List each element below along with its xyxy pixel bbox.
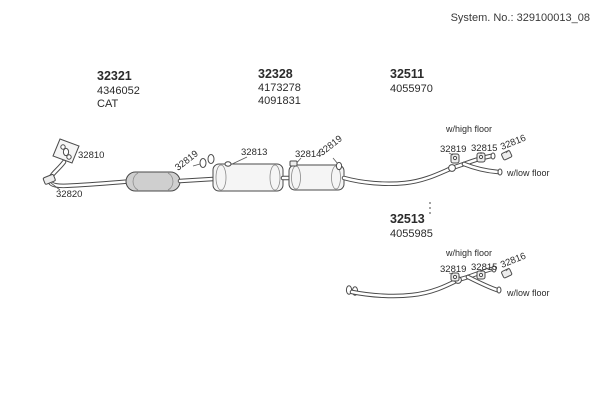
leader-clamp bbox=[50, 182, 61, 191]
leader-hanger-a bbox=[448, 152, 454, 156]
part-code: 32513 bbox=[390, 212, 425, 226]
flange-bolt-hole bbox=[60, 144, 66, 150]
cat-body bbox=[125, 171, 181, 192]
label-low-floor: w/low floor bbox=[506, 288, 550, 298]
part-ref: 4055970 bbox=[390, 83, 433, 95]
callout-hanger-a: 32819 bbox=[440, 144, 466, 155]
catalytic-converter bbox=[125, 171, 181, 192]
rear-muffler bbox=[288, 164, 345, 191]
gasket-ring bbox=[199, 158, 207, 168]
callout-gasket-front: 32819 bbox=[173, 148, 201, 173]
callout-hanger-c: 32816 bbox=[499, 133, 528, 153]
leader-bracket-front bbox=[229, 156, 248, 166]
leader-gasket bbox=[192, 163, 201, 167]
front-muffler-body bbox=[212, 163, 284, 192]
part-ref: CAT bbox=[97, 98, 118, 110]
tailpipe-tip-low bbox=[497, 168, 503, 176]
front-muffler bbox=[212, 163, 284, 192]
tailpipe2-tip-low bbox=[496, 286, 502, 294]
part-group-32511: 32511 4055970 bbox=[390, 67, 433, 95]
tailpipe2-low-branch-core bbox=[466, 275, 499, 292]
front-flange bbox=[52, 138, 80, 164]
tailpipe-upper bbox=[341, 152, 503, 187]
part-code: 32321 bbox=[97, 69, 132, 83]
callout-bracket-front: 32813 bbox=[241, 147, 267, 158]
label-low-floor: w/low floor bbox=[506, 168, 550, 178]
callout-clamp: 32820 bbox=[56, 189, 82, 200]
flange-bolt-hole bbox=[66, 154, 72, 160]
callout-gasket-rear: 32819 bbox=[317, 133, 345, 158]
tailpipe2-core bbox=[350, 275, 470, 298]
bracket-front bbox=[224, 161, 232, 167]
mid-pipe-core bbox=[178, 177, 215, 183]
tailpipe-tip-high bbox=[490, 152, 496, 160]
hanger-ring bbox=[448, 164, 456, 172]
gasket-ring bbox=[335, 161, 343, 171]
leader-hanger-a bbox=[448, 272, 454, 275]
part-ref: 4091831 bbox=[258, 95, 301, 107]
front-muffler-cap bbox=[269, 164, 281, 191]
part-ref: 4055985 bbox=[390, 228, 433, 240]
cat-seam bbox=[167, 172, 174, 191]
callout-bracket-rear: 32814 bbox=[295, 149, 321, 160]
callout-hanger-b: 32815 bbox=[471, 262, 497, 273]
label-high-floor: w/high floor bbox=[445, 248, 492, 258]
label-high-floor: w/high floor bbox=[445, 124, 492, 134]
pipe-clamp bbox=[42, 173, 56, 185]
downpipe-core bbox=[48, 160, 130, 188]
cat-seam bbox=[132, 172, 139, 191]
hanger-hole bbox=[478, 154, 484, 160]
tailpipe2-tip-high bbox=[491, 265, 497, 273]
callout-hanger-c: 32816 bbox=[499, 251, 528, 271]
part-group-32321: 32321 4346052 CAT bbox=[97, 69, 140, 110]
flange-pipe-hole bbox=[62, 147, 70, 157]
hanger-hole bbox=[478, 272, 484, 278]
bracket-rear bbox=[289, 160, 298, 167]
hanger-bracket-c bbox=[501, 268, 513, 279]
hanger-bracket-c bbox=[501, 150, 513, 161]
hanger-hole bbox=[452, 274, 458, 280]
gasket-ring bbox=[207, 154, 215, 164]
tailpipe-core bbox=[342, 162, 466, 186]
front-muffler-cap bbox=[215, 164, 227, 191]
part-code: 32511 bbox=[390, 67, 424, 81]
callout-hanger-a: 32819 bbox=[440, 264, 466, 275]
hanger-hole bbox=[452, 155, 458, 161]
callout-flange: 32810 bbox=[78, 150, 104, 161]
system-number: System. No.: 329100013_08 bbox=[451, 12, 590, 24]
part-group-32328: 32328 4173278 4091831 bbox=[258, 67, 301, 107]
front-downpipe bbox=[47, 159, 131, 189]
part-code: 32328 bbox=[258, 67, 293, 81]
rear-muffler-body bbox=[288, 164, 345, 191]
part-group-32513: 32513 4055985 bbox=[390, 212, 433, 240]
leader-hanger-c bbox=[505, 149, 510, 154]
tailpipe-low-branch-core bbox=[462, 162, 500, 174]
leader-hanger-c bbox=[505, 267, 510, 272]
part-ref: 4173278 bbox=[258, 82, 301, 94]
callout-hanger-b: 32815 bbox=[471, 143, 497, 154]
part-ref: 4346052 bbox=[97, 85, 140, 97]
